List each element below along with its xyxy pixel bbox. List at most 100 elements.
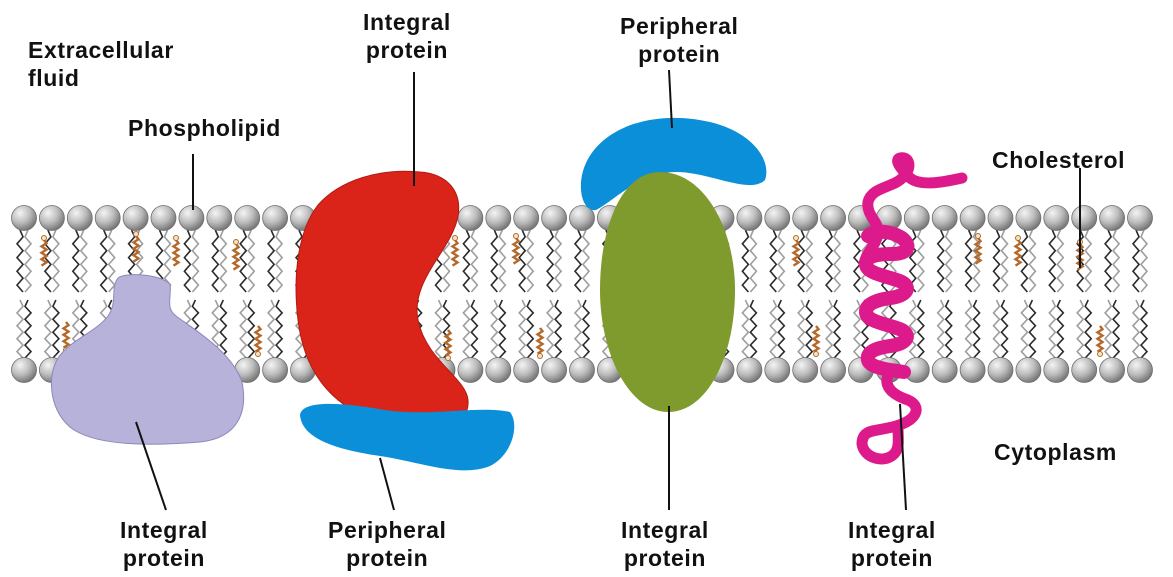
lipid-tail: [1057, 300, 1063, 358]
cholesterol-head: [234, 240, 239, 245]
lipid-head: [821, 206, 846, 231]
lipid-tail: [25, 300, 31, 358]
lipid-tail: [81, 230, 87, 292]
label-integral-bottom1: Integral protein: [120, 516, 208, 572]
label-cytoplasm-text: Cytoplasm: [994, 438, 1117, 466]
lipid-head: [793, 358, 818, 383]
lipid-tail: [463, 300, 469, 358]
label-extracellular-line1: Extracellular: [28, 36, 174, 64]
lipid-tail: [519, 230, 525, 292]
lipid-head: [737, 206, 762, 231]
lipid-tail: [1077, 300, 1083, 358]
lipid-tail: [240, 300, 246, 358]
cholesterol-molecule: [256, 326, 261, 352]
lipid-tail: [220, 230, 226, 292]
lipid-tail: [770, 300, 776, 358]
lipid-head: [1016, 206, 1041, 231]
lipid-tail: [1113, 300, 1119, 358]
lipid-tail: [834, 230, 840, 292]
lipid-tail: [798, 300, 804, 358]
lipid-tail: [798, 230, 804, 292]
cholesterol-head: [538, 354, 543, 359]
lipid-tail: [1002, 230, 1008, 292]
label-integral-top-line1: Integral: [363, 8, 451, 36]
lipid-head: [960, 206, 985, 231]
lipid-tail: [938, 300, 944, 358]
label-peripheral-bottom: Peripheral protein: [328, 516, 447, 572]
lipid-tail: [806, 300, 812, 358]
lipid-tail: [268, 300, 274, 358]
lipid-tail: [1105, 230, 1111, 292]
lipid-head: [67, 206, 92, 231]
lipid-head: [486, 358, 511, 383]
lipid-head: [988, 206, 1013, 231]
lipid-head: [1072, 206, 1097, 231]
lipid-head: [1128, 358, 1153, 383]
cholesterol-head: [453, 236, 458, 241]
label-peripheral-top: Peripheral protein: [620, 12, 739, 68]
lipid-tail: [575, 300, 581, 358]
cholesterol-head: [814, 352, 819, 357]
lipid-tail: [17, 230, 23, 292]
cholesterol-molecule: [1016, 240, 1021, 266]
label-integral-bottom3: Integral protein: [848, 516, 936, 572]
lipid-tail: [499, 230, 505, 292]
lipid-tail: [248, 230, 254, 292]
lipid-tail: [750, 300, 756, 358]
lipid-head: [39, 206, 64, 231]
lipid-tail: [1021, 230, 1027, 292]
lipid-tail: [53, 300, 59, 358]
label-integral-top: Integral protein: [363, 8, 451, 64]
lipid-tail: [45, 300, 51, 358]
cholesterol-molecule: [514, 238, 519, 264]
lipid-tail: [1133, 300, 1139, 358]
label-integral-bottom1-line2: protein: [120, 544, 208, 572]
cholesterol-head: [976, 234, 981, 239]
lipid-head: [458, 206, 483, 231]
lipid-head: [932, 206, 957, 231]
lavender-integral-protein: [51, 275, 243, 445]
lipid-head: [514, 206, 539, 231]
lipid-tail: [1049, 300, 1055, 358]
lipid-tail: [1049, 230, 1055, 292]
cholesterol-molecule: [538, 328, 543, 354]
cholesterol-molecule: [42, 240, 47, 266]
lipid-tail: [101, 230, 107, 292]
label-peripheral-bottom-line1: Peripheral: [328, 516, 447, 544]
lipid-tail: [966, 300, 972, 358]
label-integral-bottom2-line1: Integral: [621, 516, 709, 544]
lipid-head: [1100, 206, 1125, 231]
label-integral-bottom2: Integral protein: [621, 516, 709, 572]
lipid-head: [12, 206, 37, 231]
lipid-tail: [555, 230, 561, 292]
lipid-tail: [575, 230, 581, 292]
lipid-tail: [994, 230, 1000, 292]
cholesterol-head: [42, 236, 47, 241]
label-peripheral-bottom-line2: protein: [328, 544, 447, 572]
lipid-tail: [1113, 230, 1119, 292]
lipid-tail: [555, 300, 561, 358]
lipid-head: [821, 358, 846, 383]
lipid-head: [207, 206, 232, 231]
lipid-head: [960, 358, 985, 383]
lipid-tail: [471, 230, 477, 292]
lipid-head: [123, 206, 148, 231]
lipid-tail: [499, 300, 505, 358]
lipid-tail: [966, 230, 972, 292]
lipid-tail: [918, 300, 924, 358]
lipid-tail: [742, 230, 748, 292]
cholesterol-molecule: [794, 240, 799, 266]
lipid-head: [765, 206, 790, 231]
lipid-head: [1072, 358, 1097, 383]
cholesterol-head: [514, 234, 519, 239]
label-cholesterol-text: Cholesterol: [992, 146, 1125, 174]
lipid-tail: [268, 230, 274, 292]
lipid-tail: [1029, 300, 1035, 358]
label-integral-bottom3-line2: protein: [848, 544, 936, 572]
cholesterol-molecule: [64, 322, 69, 348]
lipid-head: [737, 358, 762, 383]
lipid-head: [263, 358, 288, 383]
lipid-tail: [1002, 300, 1008, 358]
lipid-tail: [1141, 300, 1147, 358]
lipid-tail: [212, 230, 218, 292]
